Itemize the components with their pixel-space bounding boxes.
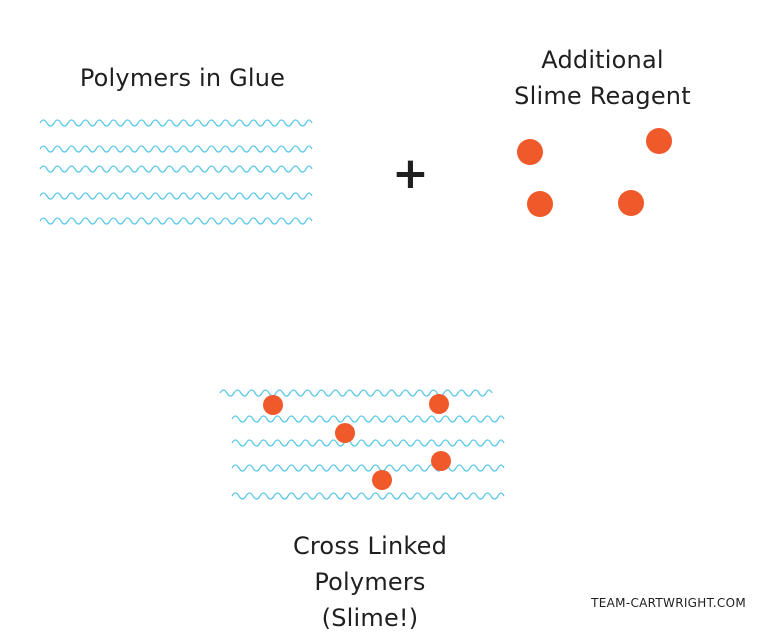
slime-strand-3: [231, 439, 505, 447]
reagent-title: Additional Slime Reagent: [514, 46, 691, 110]
crosslink-particle-3: [335, 423, 355, 443]
crosslink-particle-1: [263, 395, 283, 415]
glue-strand-1: [39, 119, 313, 127]
slime-strand-2: [231, 415, 505, 423]
crosslink-particle-4: [431, 451, 451, 471]
glue-strand-5: [39, 217, 313, 225]
reagent-particles: [517, 128, 672, 217]
crosslinked-polymer-strands: [219, 389, 505, 500]
reagent-particle-1: [517, 139, 543, 165]
slime-strand-1: [219, 389, 493, 397]
plus-operator: +: [392, 148, 429, 199]
glue-polymers-title: Polymers in Glue: [79, 64, 286, 92]
glue-polymer-strands: [39, 119, 313, 225]
reagent-particle-4: [618, 190, 644, 216]
slime-strand-4: [231, 464, 505, 472]
crosslinked-title: Cross Linked Polymers (Slime!): [292, 532, 448, 632]
glue-strand-3: [39, 165, 313, 173]
crosslink-particle-2: [429, 394, 449, 414]
crosslink-particles: [263, 394, 451, 490]
slime-strand-5: [231, 492, 505, 500]
glue-strand-2: [39, 145, 313, 153]
glue-strand-4: [39, 192, 313, 200]
crosslink-particle-5: [372, 470, 392, 490]
site-credit: TEAM-CARTWRIGHT.COM: [591, 596, 746, 610]
reagent-particle-2: [646, 128, 672, 154]
reagent-particle-3: [527, 191, 553, 217]
